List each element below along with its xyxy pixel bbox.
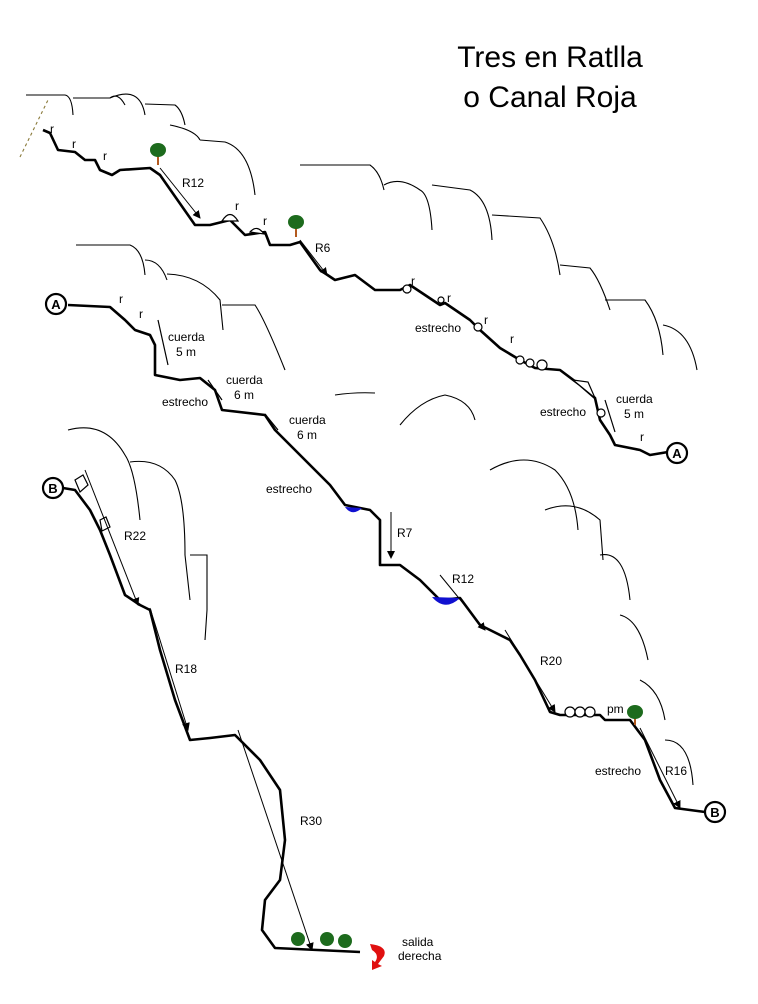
bush-icon xyxy=(291,932,305,946)
r-label: r xyxy=(510,332,514,346)
estrecho-label: estrecho xyxy=(266,482,312,496)
cliff-outlines xyxy=(19,93,698,786)
cuerda-length: 6 m xyxy=(234,388,254,402)
rappel-label: R22 xyxy=(124,529,146,543)
title-line-2: o Canal Roja xyxy=(463,81,637,114)
r-label: r xyxy=(72,137,76,151)
cuerda-length: 6 m xyxy=(297,428,317,442)
pool-icon xyxy=(432,597,460,605)
r-label: r xyxy=(119,292,123,306)
svg-text:A: A xyxy=(51,297,61,312)
boulders xyxy=(74,213,606,718)
annotations: r r r r r r r r r r r r estrecho estrech… xyxy=(50,122,653,970)
estrecho-label: estrecho xyxy=(162,395,208,409)
title-line-1: Tres en Ratlla xyxy=(457,41,643,74)
exit-arrow-icon xyxy=(370,944,385,970)
svg-text:B: B xyxy=(48,481,57,496)
cuerda-label: cuerda xyxy=(226,373,263,387)
r-label: r xyxy=(103,149,107,163)
cuerda-label: cuerda xyxy=(168,330,205,344)
estrecho-label: estrecho xyxy=(415,321,461,335)
exit-label: salida xyxy=(402,935,434,949)
svg-text:A: A xyxy=(672,446,682,461)
rappel-label: R12 xyxy=(452,572,474,586)
r-label: r xyxy=(640,430,644,444)
tree-icon xyxy=(627,705,643,725)
rappel-label: R16 xyxy=(665,764,687,778)
r-label: r xyxy=(139,307,143,321)
cuerda-length: 5 m xyxy=(624,407,644,421)
r-label: r xyxy=(235,199,239,213)
pool-icon xyxy=(345,507,362,513)
estrecho-label: estrecho xyxy=(595,764,641,778)
bush-icon xyxy=(320,932,334,946)
rappel-label: R18 xyxy=(175,662,197,676)
r-label: r xyxy=(484,313,488,327)
rappel-label: R12 xyxy=(182,176,204,190)
node-a-end: A xyxy=(665,441,689,465)
rappel-label: R6 xyxy=(315,241,331,255)
tree-icon xyxy=(150,143,166,165)
rappel-label: R30 xyxy=(300,814,322,828)
estrecho-label: estrecho xyxy=(540,405,586,419)
diagram-title: Tres en Ratlla o Canal Roja xyxy=(420,38,680,118)
r-label: r xyxy=(411,274,415,288)
cuerda-label: cuerda xyxy=(616,392,653,406)
tree-icon xyxy=(288,215,304,237)
cuerda-label: cuerda xyxy=(289,413,326,427)
bush-icon xyxy=(338,934,352,948)
node-b-start: B xyxy=(41,476,65,500)
svg-text:B: B xyxy=(710,805,719,820)
r-label: r xyxy=(263,214,267,228)
r-label: r xyxy=(447,291,451,305)
node-b-end: B xyxy=(703,800,727,824)
r-label: r xyxy=(50,122,54,136)
cuerda-length: 5 m xyxy=(176,345,196,359)
rappel-labels: R12 R6 R7 R12 R20 R16 R22 R18 R30 xyxy=(124,176,687,828)
rappel-label: R7 xyxy=(397,526,413,540)
rappel-label: R20 xyxy=(540,654,562,668)
exit-label: derecha xyxy=(398,949,442,963)
pm-label: pm xyxy=(607,702,624,716)
water-pools xyxy=(345,507,460,605)
node-a-start: A xyxy=(44,292,68,316)
trees xyxy=(150,143,643,948)
rappel-arrows xyxy=(84,167,681,951)
